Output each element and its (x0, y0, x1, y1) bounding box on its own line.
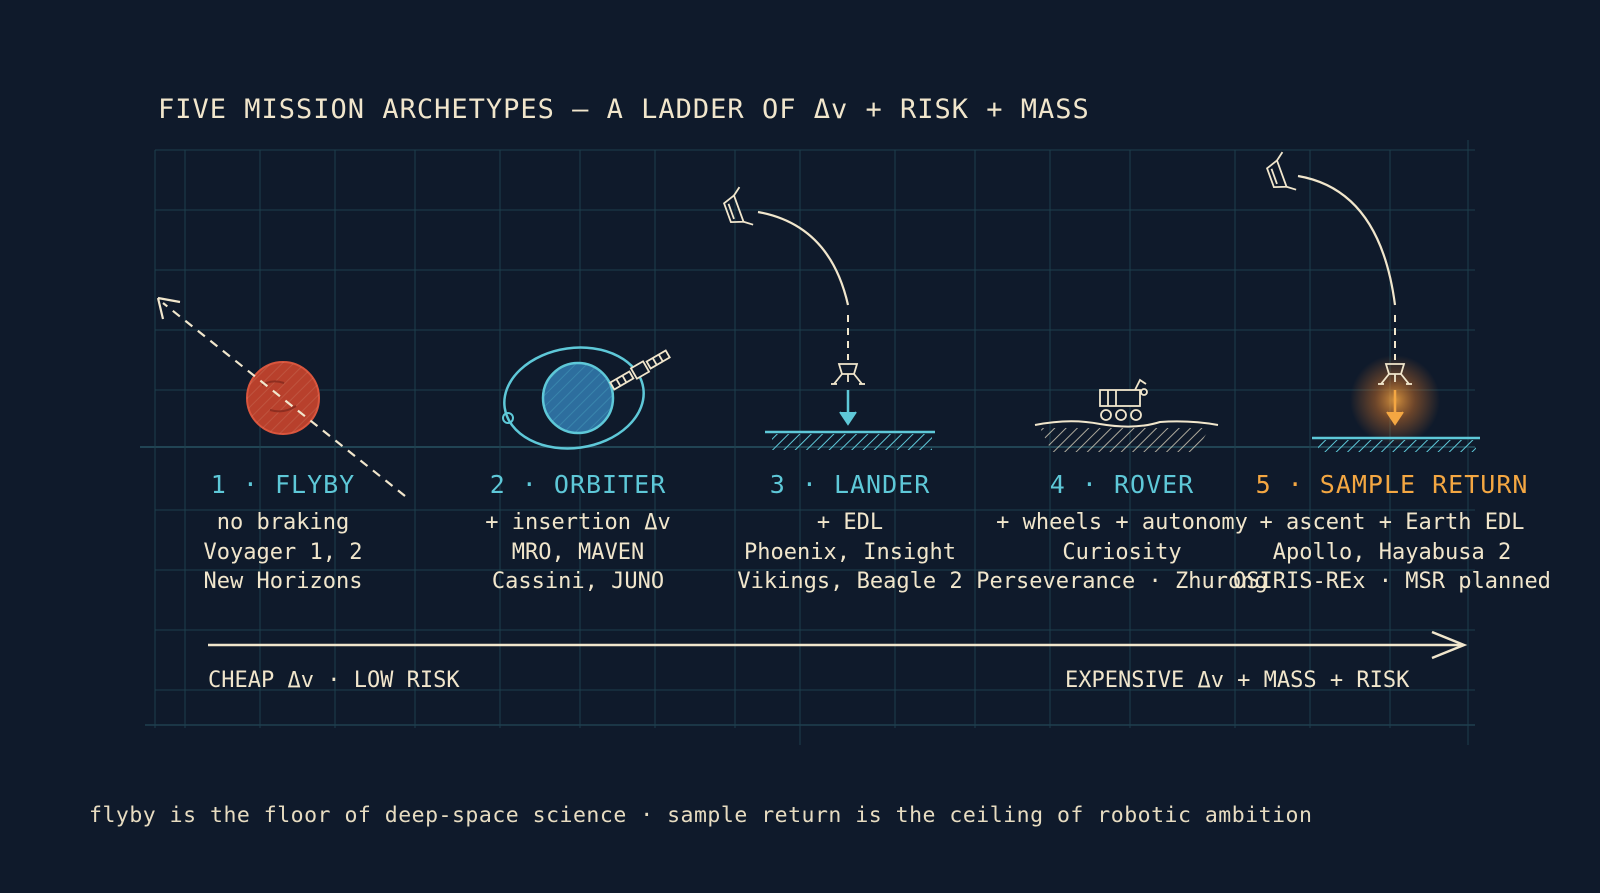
archetype-example: MRO, MAVEN (511, 539, 645, 565)
orbiter-icon (502, 346, 671, 450)
archetype-example: Voyager 1, 2 (203, 539, 363, 565)
archetype-requirement: no braking (216, 510, 350, 535)
archetype-example: Curiosity (1062, 539, 1182, 565)
rover-icon (1034, 378, 1219, 452)
archetype-requirement: + ascent + Earth EDL (1259, 510, 1525, 535)
archetype-example: Cassini, JUNO (491, 569, 665, 594)
footer-caption: flyby is the floor of deep-space science… (89, 803, 1313, 828)
diagram-title: FIVE MISSION ARCHETYPES — A LADDER OF Δv… (158, 94, 1090, 125)
planet-flyby-icon (156, 296, 406, 497)
archetype-requirement: + wheels + autonomy (996, 510, 1248, 535)
scale-high-label: EXPENSIVE Δv + MASS + RISK (1065, 668, 1410, 693)
archetype-heading: 4 · ROVER (1049, 470, 1195, 499)
archetype-lander: 3 · LANDER + EDL Phoenix, Insight Viking… (670, 470, 1030, 597)
archetype-example: Perseverance · Zhurong (976, 569, 1268, 594)
archetype-example: Vikings, Beagle 2 (737, 569, 963, 594)
archetype-flyby: 1 · FLYBY no braking Voyager 1, 2 New Ho… (103, 470, 463, 597)
archetype-orbiter: 2 · ORBITER + insertion Δv MRO, MAVEN Ca… (398, 470, 758, 597)
archetype-example: Phoenix, Insight (744, 539, 956, 565)
archetype-requirement: + EDL (816, 510, 884, 535)
scale-arrow (208, 630, 1468, 660)
archetype-heading: 5 · SAMPLE RETURN (1255, 470, 1529, 499)
archetype-example: New Horizons (203, 569, 363, 594)
archetype-example: Apollo, Hayabusa 2 (1272, 539, 1512, 565)
archetype-example: OSIRIS-REx · MSR planned (1233, 569, 1551, 594)
sample-return-icon (1265, 151, 1480, 452)
archetype-requirement: + insertion Δv (485, 510, 671, 535)
archetype-heading: 3 · LANDER (769, 470, 931, 499)
archetype-heading: 1 · FLYBY (210, 470, 356, 499)
scale-low-label: CHEAP Δv · LOW RISK (208, 668, 460, 693)
lander-icon (722, 186, 935, 450)
archetype-heading: 2 · ORBITER (489, 470, 667, 499)
archetype-rover: 4 · ROVER + wheels + autonomy Curiosity … (942, 470, 1302, 597)
archetype-sample-return: 5 · SAMPLE RETURN + ascent + Earth EDL A… (1212, 470, 1572, 597)
